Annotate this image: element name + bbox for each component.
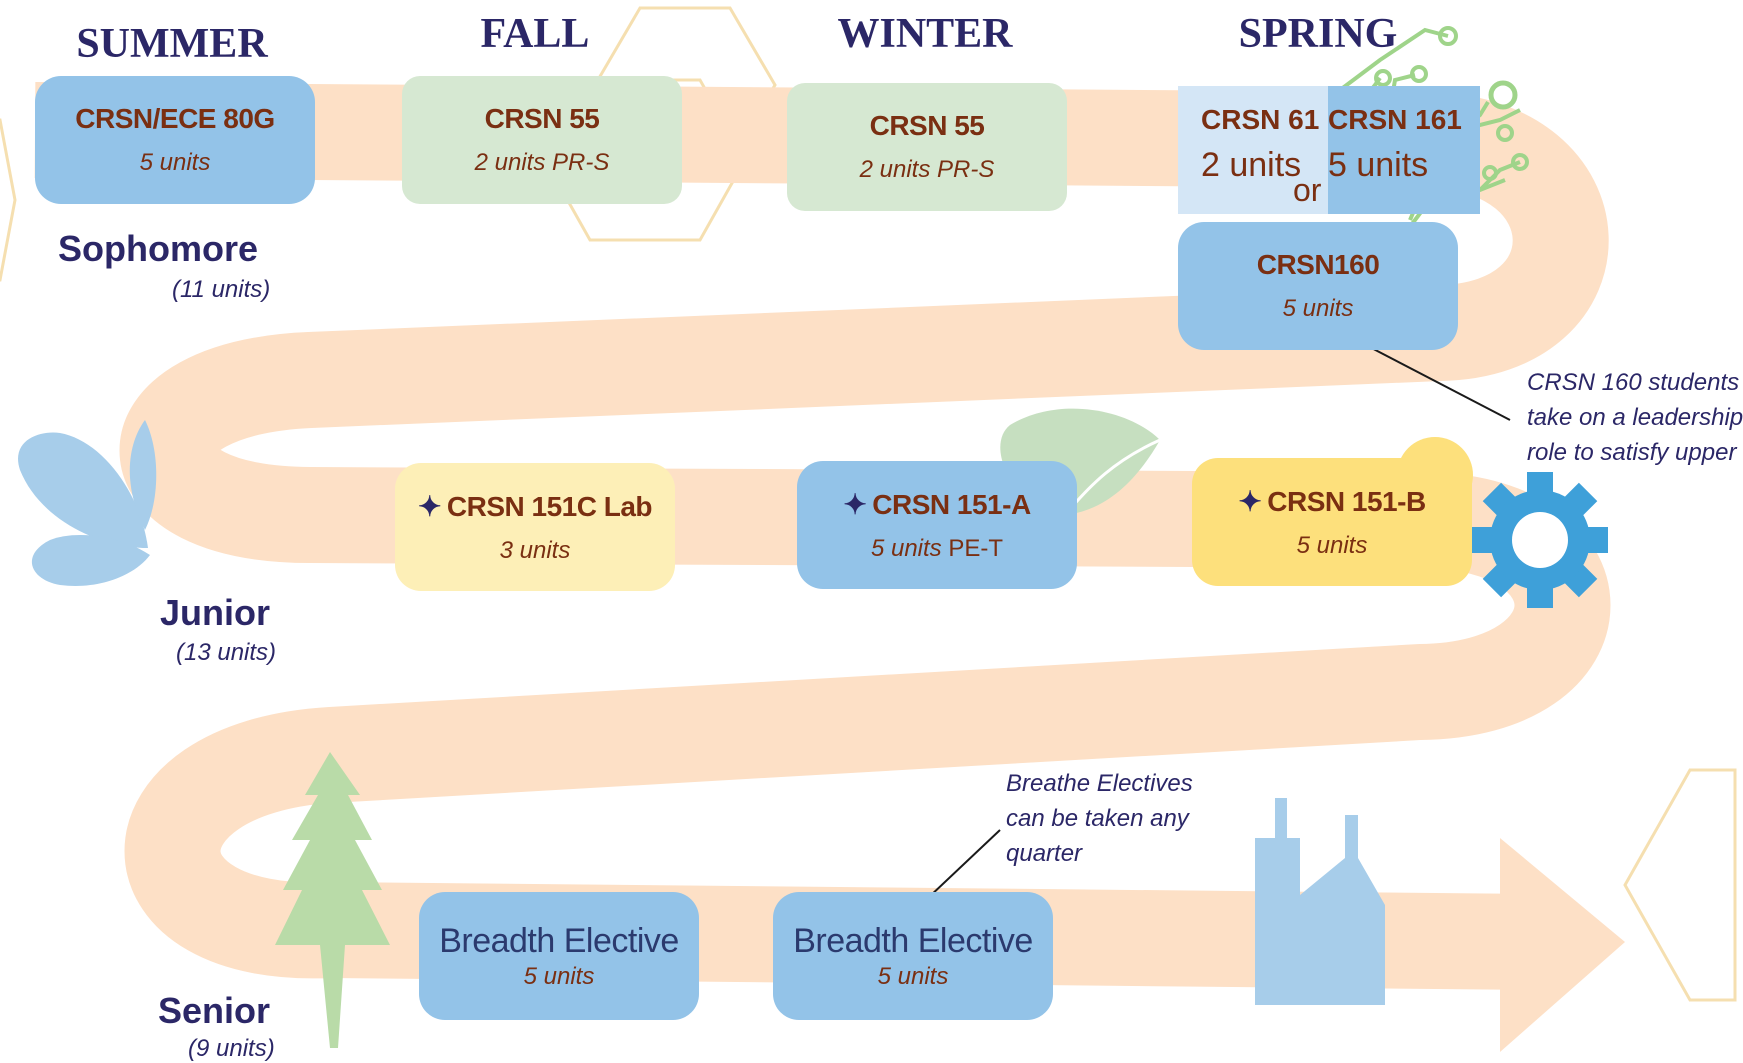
- units-tag: PE-T: [948, 534, 1004, 562]
- year-label-sophomore: Sophomore: [58, 228, 259, 269]
- year-label-senior: Senior: [158, 990, 271, 1031]
- season-fall: FALL: [480, 11, 590, 57]
- roadmap-arrowhead: [1500, 838, 1625, 1052]
- year-label-junior: Junior: [160, 592, 271, 633]
- leadership-note: CRSN 160 students take on a leadership r…: [1527, 365, 1743, 470]
- note-line: take on a leadership: [1527, 404, 1743, 431]
- factory-icon: [1255, 798, 1385, 1005]
- course-crsn-160: CRSN160 5 units: [1178, 222, 1458, 350]
- course-title-crsn-61: CRSN 61: [1201, 104, 1320, 135]
- water-drops-icon: [18, 420, 157, 586]
- course-title: ✦CRSN 151-A: [843, 488, 1031, 521]
- note-line: can be taken any: [1006, 805, 1189, 832]
- course-units: 5 units PE-T: [871, 535, 1003, 563]
- course-units: 2 units PR-S: [474, 149, 610, 176]
- course-title-text: CRSN 151C Lab: [446, 490, 653, 522]
- course-title: ✦CRSN 151-B: [1238, 485, 1426, 518]
- units-number: 5 units: [870, 534, 942, 562]
- course-breadth-elective-fall: Breadth Elective 5 units: [419, 892, 699, 1020]
- course-crsn-161: [1328, 86, 1480, 214]
- note-line: quarter: [1006, 840, 1083, 867]
- year-units-senior: (9 units): [188, 1035, 275, 1062]
- course-title: CRSN160: [1256, 249, 1380, 280]
- star-icon: ✦: [417, 490, 441, 522]
- course-title: Breadth Elective: [793, 921, 1033, 960]
- course-title-text: CRSN 151-A: [872, 488, 1031, 520]
- course-crsn-151-b: ✦CRSN 151-B 5 units: [1192, 458, 1472, 586]
- season-winter: WINTER: [837, 11, 1013, 57]
- course-title: CRSN 55: [484, 103, 600, 134]
- course-crsn-61: [1178, 86, 1328, 214]
- course-units-crsn-61: 2 units: [1201, 146, 1302, 184]
- course-crsn-151-a: ✦CRSN 151-A 5 units PE-T: [797, 461, 1077, 589]
- electives-note: Breathe Electives can be taken any quart…: [1006, 766, 1193, 871]
- course-title: CRSN 55: [869, 110, 985, 141]
- leadership-note-pointer: [1359, 341, 1511, 421]
- season-summer: SUMMER: [76, 21, 268, 67]
- or-label: or: [1293, 172, 1322, 208]
- course-crsn-ece-80g: CRSN/ECE 80G 5 units: [35, 76, 315, 204]
- course-crsn-55-fall: CRSN 55 2 units PR-S: [402, 76, 682, 204]
- year-units-junior: (13 units): [176, 639, 277, 666]
- season-spring: SPRING: [1238, 11, 1398, 57]
- course-title: Breadth Elective: [439, 921, 679, 960]
- course-title-crsn-161: CRSN 161: [1328, 104, 1462, 135]
- year-units-sophomore: (11 units): [172, 276, 271, 303]
- star-icon: ✦: [843, 488, 867, 520]
- course-units: 5 units: [1296, 531, 1368, 559]
- tree-icon: [275, 752, 390, 1048]
- gear-icon: [1472, 472, 1608, 608]
- course-units: 2 units PR-S: [859, 156, 995, 183]
- course-breadth-elective-winter: Breadth Elective 5 units: [773, 892, 1053, 1020]
- note-line: CRSN 160 students: [1527, 369, 1740, 396]
- star-icon: ✦: [1238, 485, 1262, 517]
- course-units: 5 units: [877, 962, 949, 990]
- course-units: 5 units: [523, 962, 595, 990]
- course-units: 3 units: [499, 536, 571, 564]
- course-crsn-55-winter: CRSN 55 2 units PR-S: [787, 83, 1067, 211]
- course-title: ✦CRSN 151C Lab: [417, 490, 653, 523]
- course-title-text: CRSN 151-B: [1267, 485, 1426, 517]
- note-line: role to satisfy upper: [1527, 439, 1737, 466]
- course-units: 5 units: [1282, 295, 1354, 322]
- course-units-crsn-161: 5 units: [1328, 146, 1429, 184]
- course-spring-option-box: CRSN 61 2 units or CRSN 161 5 units: [1178, 86, 1480, 214]
- course-crsn-151c-lab: ✦CRSN 151C Lab 3 units: [395, 463, 675, 591]
- course-title: CRSN/ECE 80G: [75, 103, 275, 134]
- note-line: Breathe Electives: [1006, 770, 1193, 797]
- electives-note-pointer: [927, 829, 1001, 899]
- course-units: 5 units: [139, 149, 211, 176]
